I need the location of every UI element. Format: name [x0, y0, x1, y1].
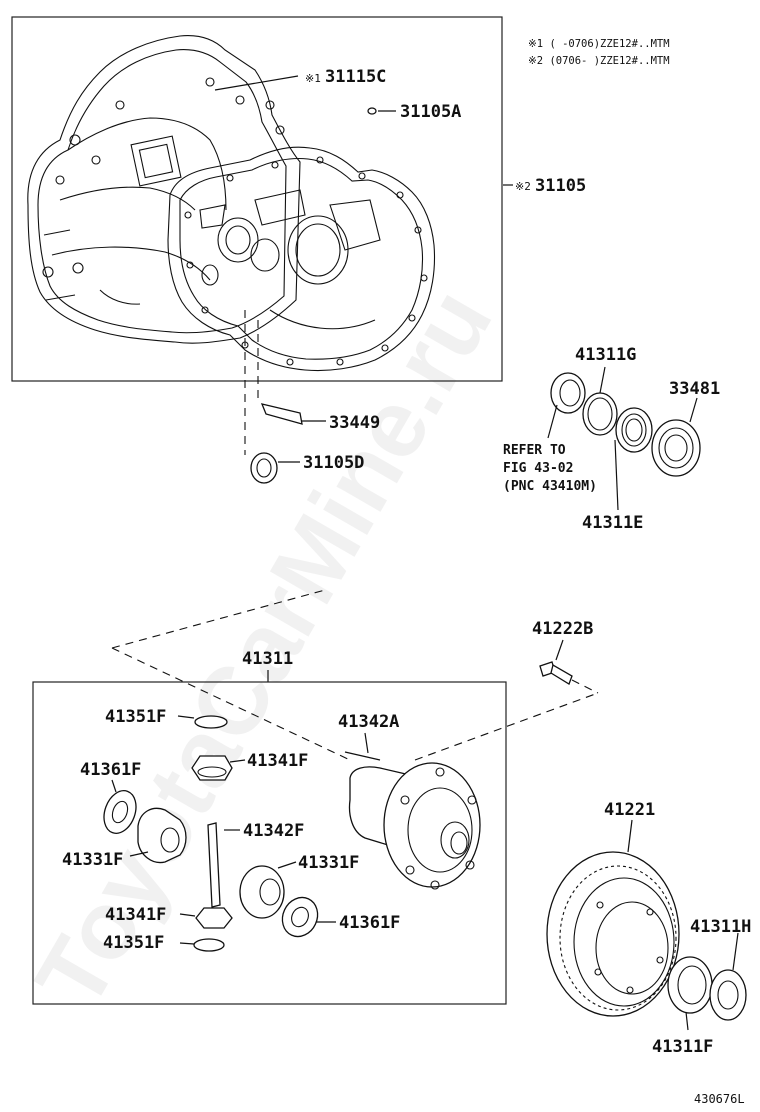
label-33481: 33481	[669, 379, 720, 399]
bearing-41311e-drawing	[615, 407, 653, 453]
label-41361f-left: 41361F	[80, 760, 141, 780]
leader-41342a	[364, 732, 369, 754]
leader-41361f-left	[111, 779, 117, 793]
note-line-2: ※2 (0706- )ZZE12#..MTM	[528, 55, 670, 67]
shim-41311g-drawing	[582, 392, 618, 436]
refer-line-3: (PNC 43410M)	[503, 479, 597, 494]
leader-41351f-bottom	[179, 942, 195, 945]
label-41341f-bottom: 41341F	[105, 905, 166, 925]
label-31105: 31105	[535, 176, 586, 196]
figure-id: 430676L	[694, 1092, 745, 1106]
leader-41221	[627, 819, 633, 853]
label-31115c-mark: ※1	[305, 72, 321, 85]
label-41221: 41221	[604, 800, 655, 820]
leader-41331f-right	[277, 861, 297, 869]
label-33449: 33449	[329, 413, 380, 433]
label-41311g: 41311G	[575, 345, 636, 365]
label-41331f-right: 41331F	[298, 853, 359, 873]
dash-bolt-down	[571, 679, 599, 694]
label-41311: 41311	[242, 649, 293, 669]
label-41361f-right: 41361F	[339, 913, 400, 933]
label-31105a: 31105A	[400, 102, 461, 122]
label-41331f-left: 41331F	[62, 850, 123, 870]
leader-41341f-top	[229, 759, 246, 763]
bearing-41311f-drawing	[667, 956, 713, 1014]
leader-41222b	[555, 639, 564, 661]
transaxle-housing-drawing	[27, 35, 301, 344]
washer-41351f-top-drawing	[194, 715, 228, 729]
note-line-1: ※1 ( -0706)ZZE12#..MTM	[528, 38, 670, 50]
label-41351f-top: 41351F	[105, 707, 166, 727]
side-gear-41331f-right-drawing	[239, 865, 285, 919]
washer-41351f-bottom-drawing	[193, 938, 225, 952]
label-31115c: 31115C	[325, 67, 386, 87]
pinion-41341f-top-drawing	[191, 755, 233, 781]
oil-seal-drawing	[550, 372, 586, 414]
differential-assy-frame	[32, 681, 507, 1005]
transaxle-case-frame	[11, 16, 503, 382]
bolt-41222b-drawing	[539, 661, 573, 685]
label-41311h: 41311H	[690, 917, 751, 937]
side-gear-41331f-left-drawing	[137, 807, 187, 864]
label-41222b: 41222B	[532, 619, 593, 639]
label-41311e: 41311E	[582, 513, 643, 533]
leader-31115c	[214, 75, 299, 91]
label-31105d: 31105D	[303, 453, 364, 473]
washer-41361f-right-drawing	[281, 896, 319, 938]
plate-33449-drawing	[260, 403, 303, 425]
dash-top-case-to-diff	[111, 589, 326, 649]
label-41341f-top: 41341F	[247, 751, 308, 771]
washer-41361f-left-drawing	[103, 790, 137, 834]
pin-41342a-drawing	[344, 751, 381, 761]
leader-41331f-left	[129, 851, 149, 857]
race-33481-drawing	[651, 419, 701, 477]
dash-left-diff	[111, 647, 351, 761]
ring-gear-41221-drawing	[546, 851, 680, 1017]
refer-line-2: FIG 43-02	[503, 461, 573, 476]
leader-41311g	[599, 366, 606, 394]
leader-41311e	[614, 439, 619, 511]
leader-33481	[689, 397, 698, 423]
label-31105-mark: ※2	[515, 180, 531, 193]
leader-41311f	[685, 1011, 689, 1031]
label-41342f: 41342F	[243, 821, 304, 841]
transaxle-case-flange-drawing	[167, 146, 435, 372]
dash-bolt-to-diff	[414, 692, 599, 761]
plug-31105a-drawing	[367, 107, 377, 115]
label-41311f: 41311F	[652, 1037, 713, 1057]
leader-refer	[547, 404, 558, 439]
shaft-41342f-drawing	[207, 822, 221, 908]
differential-case-drawing	[348, 762, 481, 890]
leader-41341f-bottom	[179, 913, 196, 917]
label-41342a: 41342A	[338, 712, 399, 732]
label-41351f-bottom: 41351F	[103, 933, 164, 953]
pinion-41341f-bottom-drawing	[195, 907, 233, 929]
refer-line-1: REFER TO	[503, 443, 566, 458]
leader-41351f-top	[177, 715, 195, 719]
seal-31105d-drawing	[250, 452, 278, 484]
shim-41311h-drawing	[709, 969, 747, 1021]
leader-41311h	[732, 932, 739, 971]
